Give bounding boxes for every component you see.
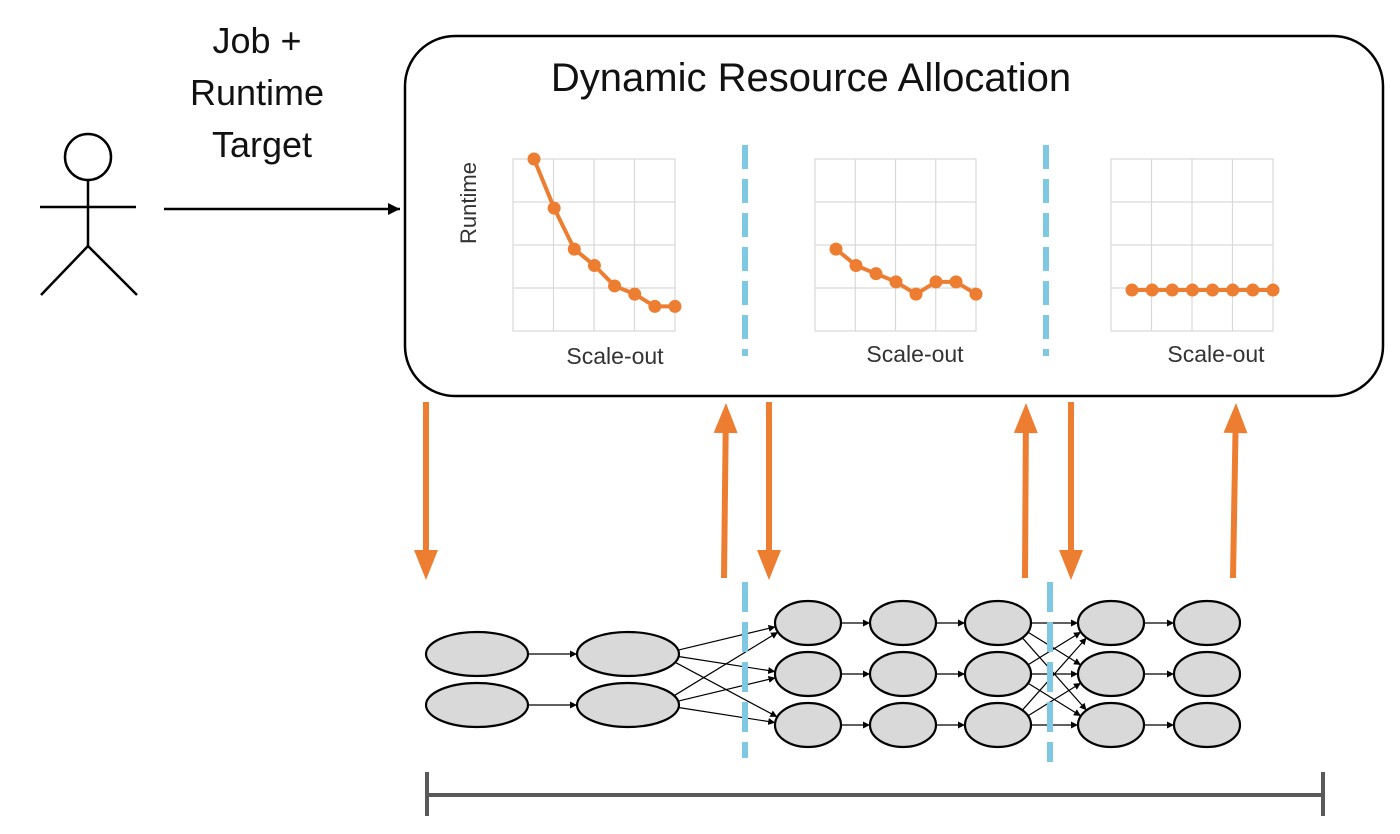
dataflow-graph <box>424 599 1242 749</box>
request-arrow-down-1 <box>414 402 438 580</box>
input-label-line-3: Target <box>212 124 312 165</box>
chart-3-point-3 <box>1165 283 1179 297</box>
feedback-arrow-up-1 <box>713 403 738 579</box>
runtime-charts <box>512 152 1280 332</box>
stage-2-node-c1-r1 <box>773 599 843 647</box>
chart-1-point-6 <box>628 287 642 301</box>
input-label: Job + Runtime Target <box>190 20 334 165</box>
chart-2-point-2 <box>849 258 863 272</box>
chart-2-point-4 <box>889 275 903 289</box>
request-arrow-down-3 <box>1059 402 1083 580</box>
chart-1 <box>512 152 682 332</box>
stage-2-node-c3-r2 <box>963 650 1033 698</box>
chart-3-point-1 <box>1125 283 1139 297</box>
stage-2-node-c2-r2 <box>868 650 938 698</box>
stage-2-node-c3-r3 <box>963 701 1033 749</box>
chart-2-x-label: Scale-out <box>866 341 964 367</box>
user-stick-figure-icon <box>40 132 138 296</box>
stage-1-node-c2-r1 <box>575 630 681 678</box>
user-left-leg <box>40 245 89 296</box>
chart-1-point-7 <box>648 299 662 313</box>
stage-3-node-c1-r3 <box>1076 701 1146 749</box>
input-label-line-2: Runtime <box>190 72 324 113</box>
feedback-arrow-up-3 <box>1223 403 1248 579</box>
chart-3-point-2 <box>1145 283 1159 297</box>
allocation-box-title: Dynamic Resource Allocation <box>551 56 1071 100</box>
stage-2-node-c3-r1 <box>963 599 1033 647</box>
chart-2-point-6 <box>929 275 943 289</box>
shuffle-1-edge <box>673 631 779 697</box>
chart-1-point-2 <box>547 201 561 215</box>
user-right-leg <box>87 245 138 296</box>
chart-1-x-label: Scale-out <box>566 343 664 369</box>
chart-3-point-7 <box>1246 283 1260 297</box>
stage-1-node-c1-r2 <box>424 681 530 729</box>
shuffle-1-edge <box>677 624 776 651</box>
chart-3-point-4 <box>1185 283 1199 297</box>
chart-1-point-3 <box>567 242 581 256</box>
chart-3 <box>1110 158 1280 332</box>
stage-3-node-c2-r1 <box>1172 599 1242 647</box>
chart-1-point-5 <box>608 279 622 293</box>
chart-2-point-5 <box>909 287 923 301</box>
stage-2-node-c1-r3 <box>773 701 843 749</box>
stage-2-node-c1-r2 <box>773 650 843 698</box>
chart-3-point-8 <box>1266 283 1280 297</box>
input-label-line-1: Job + <box>212 20 301 61</box>
stage-2-node-c2-r3 <box>868 701 938 749</box>
chart-3-x-label: Scale-out <box>1167 341 1265 367</box>
shuffle-1-edge <box>677 706 776 725</box>
request-arrow-down-2 <box>757 402 781 580</box>
shuffle-2-edge <box>1027 682 1082 717</box>
stage-3-node-c2-r2 <box>1172 650 1242 698</box>
stage-3-node-c1-r1 <box>1076 599 1146 647</box>
chart-2-point-8 <box>969 287 983 301</box>
timeline <box>425 772 1325 816</box>
chart-1-point-8 <box>668 299 682 313</box>
chart-2-point-7 <box>949 275 963 289</box>
chart-3-point-5 <box>1206 283 1220 297</box>
chart-2-point-3 <box>869 267 883 281</box>
stage-3-node-c2-r3 <box>1172 701 1242 749</box>
stage-1-node-c2-r2 <box>575 681 681 729</box>
stage-1-node-c1-r1 <box>424 630 530 678</box>
chart-3-point-6 <box>1226 283 1240 297</box>
chart-2-point-1 <box>829 242 843 256</box>
runtime-axis-label: Runtime <box>456 162 481 244</box>
shuffle-1-edge <box>677 675 776 702</box>
shuffle-2-edge <box>1021 637 1087 711</box>
user-head <box>63 132 113 182</box>
chart-1-point-4 <box>587 258 601 272</box>
stage-2-node-c2-r1 <box>868 599 938 647</box>
feedback-arrow-up-2 <box>1013 403 1038 579</box>
stage-3-node-c1-r2 <box>1076 650 1146 698</box>
shuffle-2-edge <box>1027 631 1082 666</box>
feedback-arrows <box>414 402 1248 580</box>
chart-2 <box>814 158 983 332</box>
chart-1-point-1 <box>527 152 541 166</box>
